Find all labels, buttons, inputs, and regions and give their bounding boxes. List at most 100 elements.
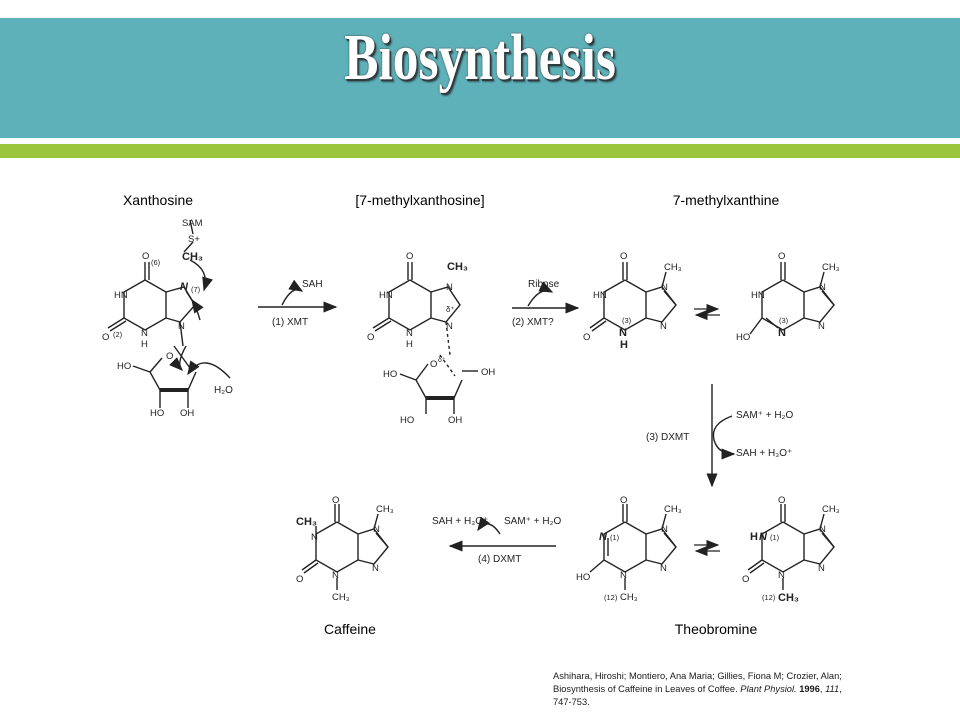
citation-journal: Plant Physiol. bbox=[740, 684, 797, 694]
atom-label: O bbox=[406, 251, 413, 262]
atom-label: (1) bbox=[610, 533, 620, 542]
atom-label: N bbox=[778, 570, 785, 581]
atom-label: CH₃ bbox=[822, 262, 840, 273]
step2-byproduct: Ribose bbox=[528, 279, 560, 290]
atom-label: O bbox=[742, 574, 749, 585]
arrow-step2 bbox=[512, 281, 580, 314]
atom-label: (12) bbox=[762, 593, 776, 602]
citation-authors: Ashihara, Hiroshi; Montiero, Ana Maria; … bbox=[553, 671, 842, 681]
atom-label: CH₃ bbox=[620, 592, 638, 603]
atom-label: N bbox=[372, 563, 379, 574]
step3-reactant: SAM⁺ + H₂O bbox=[736, 410, 793, 421]
molecule-methylxanthine-a bbox=[589, 262, 677, 332]
atom-label: O bbox=[142, 251, 149, 262]
equilibrium-arrows-bottom bbox=[694, 539, 720, 557]
atom-label: CH₃ bbox=[664, 262, 682, 273]
atom-label: H bbox=[750, 531, 758, 543]
atoms-theobromine-b: O CH₃ H N (1) N N N O (12) CH₃ bbox=[742, 495, 840, 604]
atom-label: O bbox=[620, 495, 627, 506]
molecule-caffeine bbox=[301, 504, 389, 590]
atom-label: N bbox=[311, 532, 318, 543]
step4-label: (4) DXMT bbox=[478, 554, 521, 565]
atom-label: H₂O bbox=[214, 385, 233, 396]
atom-label: N bbox=[660, 321, 667, 332]
atom-label: N bbox=[661, 524, 668, 535]
step4-reactant: SAM⁺ + H₂O bbox=[504, 516, 561, 527]
label-caffeine: Caffeine bbox=[324, 621, 376, 637]
atom-label: HN bbox=[593, 290, 607, 301]
atom-label: HO bbox=[383, 369, 397, 380]
atom-label: N bbox=[373, 524, 380, 535]
arrow-step3 bbox=[706, 384, 736, 488]
arrow-step1 bbox=[258, 279, 338, 313]
atom-label: N bbox=[406, 328, 413, 339]
molecule-methylxanthine-b bbox=[749, 262, 835, 335]
atom-label: O bbox=[332, 495, 339, 506]
atom-label: CH₃ bbox=[296, 516, 317, 528]
atom-label: CH₃ bbox=[332, 592, 350, 603]
atom-label: OH bbox=[448, 415, 462, 426]
step2-label: (2) XMT? bbox=[512, 317, 554, 328]
label-theobromine: Theobromine bbox=[675, 621, 758, 637]
step3-label: (3) DXMT bbox=[646, 432, 689, 443]
atom-label: CH₃ bbox=[822, 504, 840, 515]
molecule-theobromine-a bbox=[589, 504, 677, 590]
atom-label: CH₃ bbox=[376, 504, 394, 515]
atom-label: O bbox=[778, 495, 785, 506]
atom-label: N bbox=[180, 281, 189, 293]
step4-product: SAH + H₃O⁺ bbox=[432, 516, 488, 527]
atom-label: O bbox=[102, 332, 109, 343]
citation-pages: 747-753. bbox=[553, 697, 590, 707]
atom-label: N bbox=[620, 570, 627, 581]
atom-label: δ⁺ bbox=[438, 357, 446, 364]
atom-label: N bbox=[661, 282, 668, 293]
step1-label: (1) XMT bbox=[272, 317, 308, 328]
atom-label: HN bbox=[379, 290, 393, 301]
atom-label: O bbox=[583, 332, 590, 343]
atom-label: N bbox=[818, 563, 825, 574]
atom-label: (3) bbox=[779, 316, 789, 325]
atom-label: N bbox=[599, 531, 608, 543]
atom-label: O bbox=[620, 251, 627, 262]
atom-label: HO bbox=[150, 408, 164, 419]
atom-label: N bbox=[332, 570, 339, 581]
arrow-step4 bbox=[448, 516, 556, 552]
citation: Ashihara, Hiroshi; Montiero, Ana Maria; … bbox=[553, 671, 842, 707]
atom-label: N bbox=[660, 563, 667, 574]
atom-label: N bbox=[178, 321, 185, 332]
atom-label: CH₃ bbox=[447, 261, 468, 273]
atom-label: S+ bbox=[188, 234, 200, 245]
step1-byproduct: SAH bbox=[302, 279, 323, 290]
atom-label: HO bbox=[736, 332, 750, 343]
citation-volume: 111 bbox=[825, 684, 840, 694]
atoms-methylxanthine-a: O CH₃ HN N (3) N H N O bbox=[583, 251, 682, 351]
citation-year: 1996 bbox=[799, 684, 820, 694]
atom-label: (12) bbox=[604, 593, 618, 602]
atom-label: HO bbox=[117, 361, 131, 372]
molecule-methylxanthosine bbox=[372, 262, 478, 414]
citation-title: Biosynthesis of Caffeine in Leaves of Co… bbox=[553, 684, 738, 694]
atom-label: N bbox=[759, 531, 768, 543]
atom-label: N bbox=[446, 321, 453, 332]
atom-label: O bbox=[367, 332, 374, 343]
atom-label: HN bbox=[114, 290, 128, 301]
atoms-methylxanthosine: O CH₃ HN N δ⁺ N H N O HO O δ⁺ OH HO OH bbox=[367, 251, 495, 426]
atom-label: O bbox=[166, 351, 173, 362]
atom-label: N bbox=[141, 328, 148, 339]
atom-label: (1) bbox=[770, 533, 780, 542]
accent-stripe bbox=[0, 144, 960, 158]
atom-label: SAM bbox=[182, 218, 203, 229]
atom-label: δ⁺ bbox=[446, 305, 455, 314]
molecule-xanthosine bbox=[107, 219, 231, 408]
title-banner bbox=[0, 18, 960, 138]
atom-label: HN bbox=[751, 290, 765, 301]
atom-label: HO bbox=[576, 572, 590, 583]
atom-label: N bbox=[446, 282, 453, 293]
atom-label: (6) bbox=[151, 258, 161, 267]
atom-label: (2) bbox=[113, 330, 123, 339]
atom-label: N bbox=[818, 321, 825, 332]
atom-label: N bbox=[819, 524, 826, 535]
atom-label: N bbox=[819, 282, 826, 293]
atom-label: HO bbox=[400, 415, 414, 426]
